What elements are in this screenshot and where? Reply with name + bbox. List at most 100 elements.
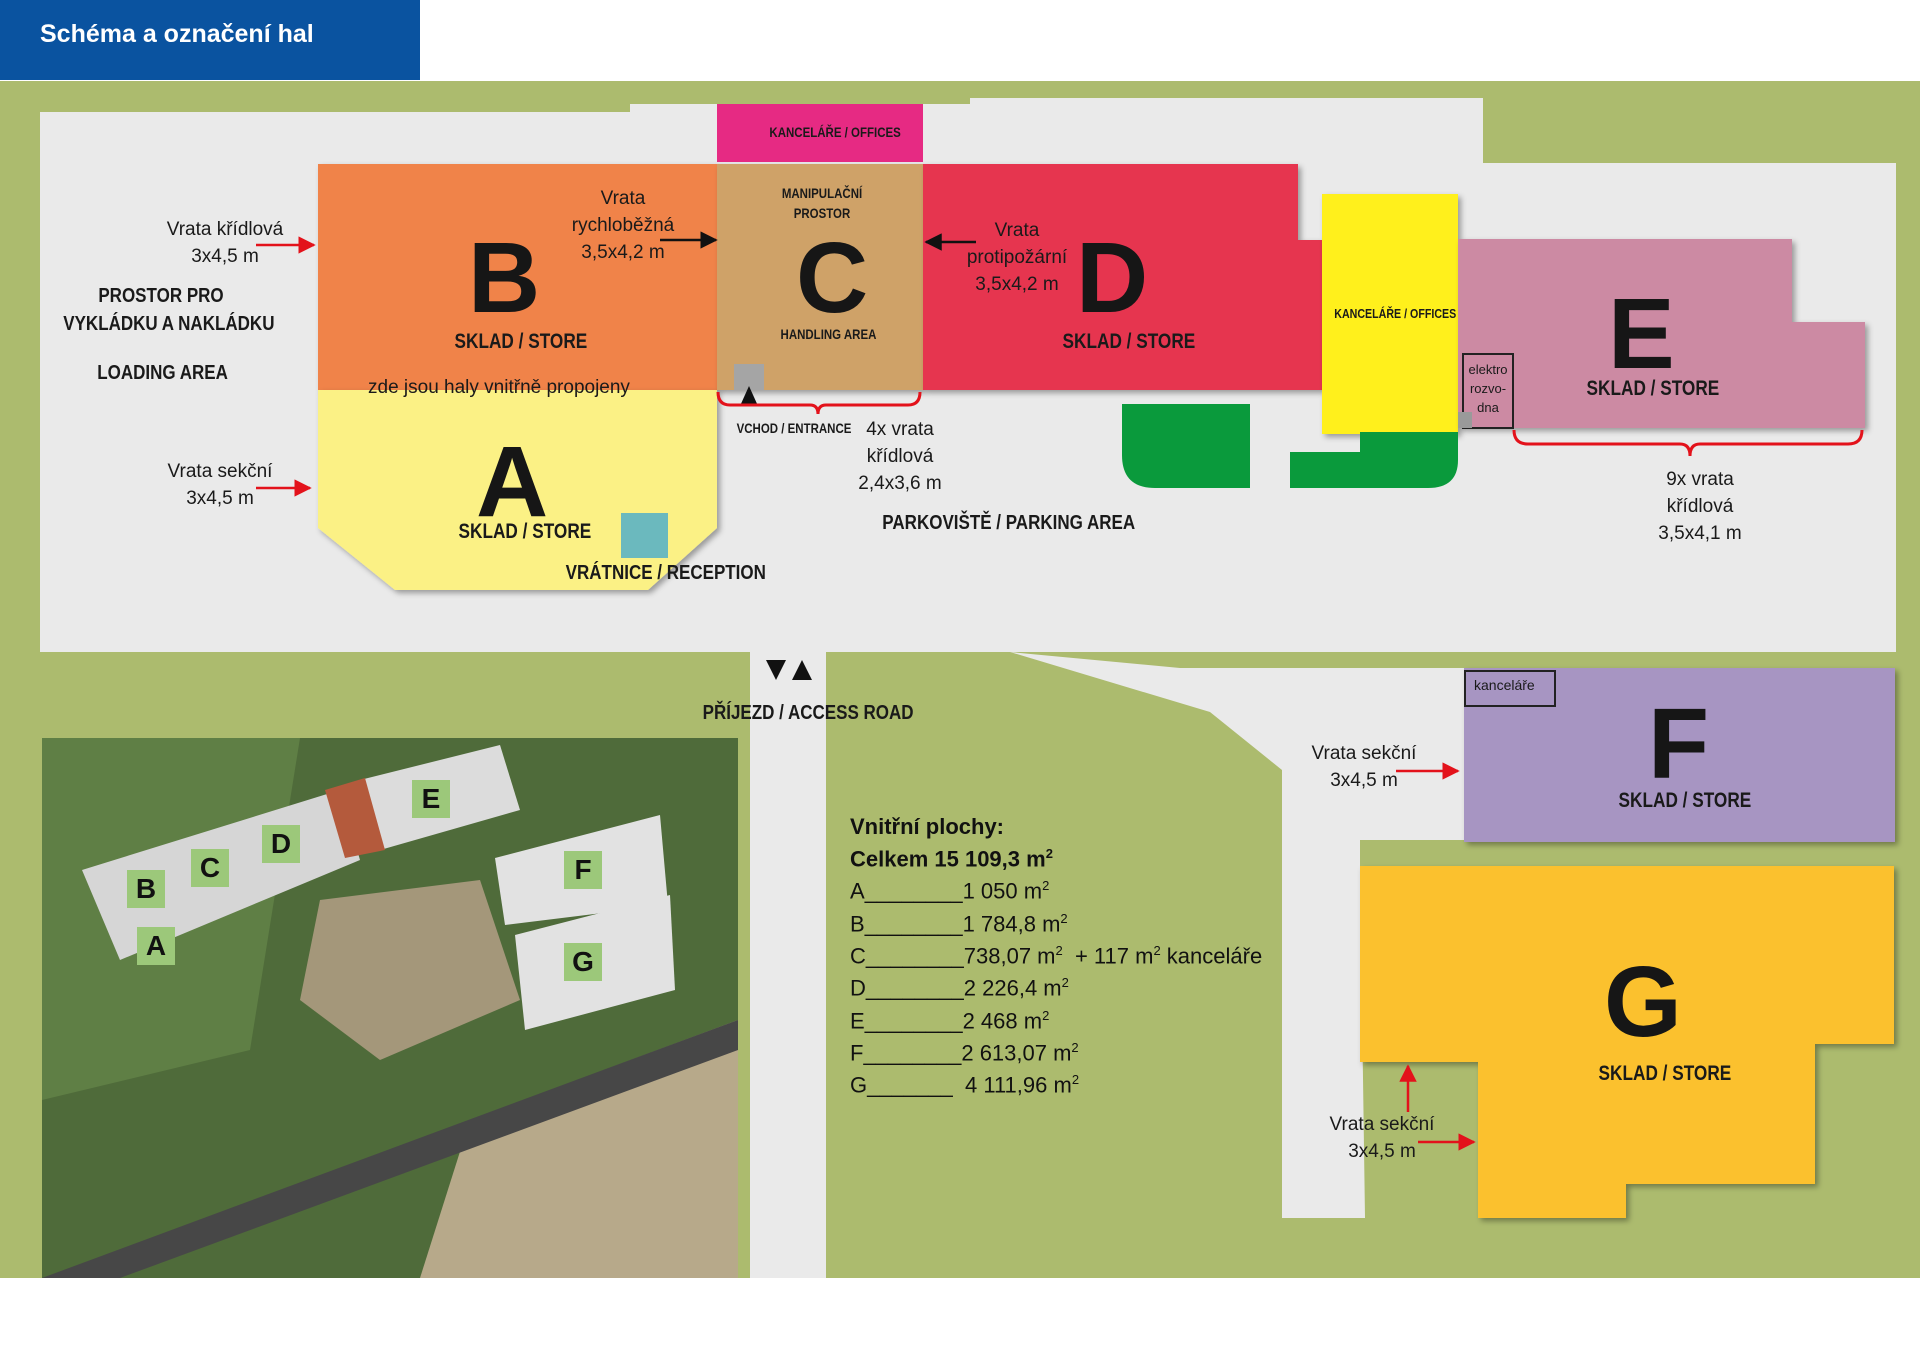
areas-summary: Vnitřní plochy: Celkem 15 109,3 m2 A____… xyxy=(850,813,1262,1099)
aerial-tag-f: F xyxy=(564,851,602,889)
door-note-f: Vrata sekční 3x4,5 m xyxy=(1294,740,1434,794)
areas-row-a: A________1 050 m2 xyxy=(850,872,1262,904)
elektro-line-1: elektro xyxy=(1468,362,1508,377)
areas-heading: Vnitřní plochy: xyxy=(850,814,1004,839)
door-b-line-1: Vrata křídlová xyxy=(166,219,284,240)
connected-note: zde jsou haly vnitřně propojeny xyxy=(368,377,630,398)
areas-total: Celkem 15 109,3 m2 xyxy=(850,840,1262,872)
areas-row-e-name: E xyxy=(850,1007,865,1033)
loading-area-en: LOADING AREA xyxy=(97,362,228,384)
hall-B xyxy=(318,164,718,390)
areas-row-d-sup: 2 xyxy=(1061,975,1069,991)
door-note-a: Vrata sekční 3x4,5 m xyxy=(150,458,290,512)
areas-row-e-sup: 2 xyxy=(1042,1007,1050,1023)
door-g-line-2: 3x4,5 m xyxy=(1348,1141,1416,1162)
areas-row-g-value: 4 111,96 m xyxy=(952,1072,1072,1098)
aerial-tag-d: D xyxy=(262,825,300,863)
hall-C xyxy=(717,164,923,390)
hall-G xyxy=(1360,866,1894,1218)
door-note-bc: Vrata rychloběžná 3,5x4,2 m xyxy=(558,185,688,266)
road-to-F xyxy=(1010,652,1465,1218)
hall-F xyxy=(1464,668,1895,842)
door-bracket-c xyxy=(716,391,922,415)
areas-total-sup: 2 xyxy=(1045,846,1053,861)
access-road xyxy=(750,652,826,1278)
elektro-line-2: rozvo- xyxy=(1469,381,1507,396)
door-b-line-2: 3x4,5 m xyxy=(191,246,259,267)
areas-row-c-extra2: kanceláře xyxy=(1160,943,1263,969)
areas-row-d-value: 2 226,4 m xyxy=(963,975,1062,1001)
door-cd-line-1: Vrata xyxy=(994,220,1040,241)
areas-total-text: Celkem 15 109,3 m xyxy=(850,846,1046,872)
door-note-e-bottom: 9x vrata křídlová 3,5x4,1 m xyxy=(1640,466,1760,547)
door-bc-line-1: Vrata xyxy=(600,188,646,209)
door-c-bottom-line-3: 2,4x3,6 m xyxy=(858,473,942,494)
page-title: Schéma a označení hal xyxy=(0,0,420,77)
hall-g-store-label: SKLAD / STORE xyxy=(1598,1062,1732,1085)
elektro-line-3: dna xyxy=(1477,400,1499,415)
entrance-triangle xyxy=(740,386,758,406)
door-e-bottom-line-3: 3,5x4,1 m xyxy=(1658,523,1742,544)
areas-row-b: B________1 784,8 m2 xyxy=(850,905,1262,937)
areas-row-f: F________2 613,07 m2 xyxy=(850,1034,1262,1066)
door-c-bottom-line-1: 4x vrata xyxy=(866,419,934,440)
areas-row-a-fill: ________ xyxy=(864,878,963,904)
hall-c-handling-label: HANDLING AREA xyxy=(780,326,877,342)
f-offices-label: kanceláře xyxy=(1474,677,1535,693)
door-bc-line-2: rychloběžná xyxy=(571,215,675,236)
loading-cz-line-1: PROSTOR PRO xyxy=(98,285,224,307)
areas-row-c-sup: 2 xyxy=(1055,942,1063,958)
hall-d-store-label: SKLAD / STORE xyxy=(1062,330,1196,353)
door-c-bottom-line-2: křídlová xyxy=(866,446,934,467)
door-bc-line-3: 3,5x4,2 m xyxy=(581,242,665,263)
loading-cz-line-2: VYKLÁDKU A NAKLÁDKU xyxy=(63,313,275,335)
door-f-line-2: 3x4,5 m xyxy=(1330,770,1398,791)
green-area-left xyxy=(1122,404,1250,488)
aerial-tag-b: B xyxy=(127,870,165,908)
offices-top-label: KANCELÁŘE / OFFICES xyxy=(769,124,901,140)
aerial-tag-a: A xyxy=(137,927,175,965)
areas-row-c-extra: + 117 m xyxy=(1062,943,1154,969)
door-g-line-1: Vrata sekční xyxy=(1329,1114,1435,1135)
elektro-label: elektro rozvo- dna xyxy=(1463,360,1513,417)
hall-e-store-label: SKLAD / STORE xyxy=(1586,377,1720,400)
hall-d-letter: D xyxy=(1076,222,1149,334)
hall-D xyxy=(923,164,1322,390)
door-cd-line-2: protipožární xyxy=(966,247,1068,268)
hall-f-store-label: SKLAD / STORE xyxy=(1618,789,1752,812)
hall-a-letter: A xyxy=(476,426,549,538)
areas-row-f-sup: 2 xyxy=(1071,1039,1079,1055)
areas-row-a-value: 1 050 m xyxy=(962,878,1043,904)
offices-yellow-label: KANCELÁŘE / OFFICES xyxy=(1334,306,1457,321)
road-triangle-down xyxy=(766,660,786,680)
hall-g-letter: G xyxy=(1604,946,1682,1058)
areas-row-b-name: B xyxy=(850,910,865,936)
areas-row-c-value: 738,07 m xyxy=(963,943,1056,969)
door-f-line-1: Vrata sekční xyxy=(1311,743,1417,764)
hall-e-letter: E xyxy=(1608,278,1675,390)
areas-row-c-fill: ________ xyxy=(865,943,964,969)
access-road-label: PŘÍJEZD / ACCESS ROAD xyxy=(702,702,914,724)
areas-row-c: C________738,07 m2 + 117 m2 kanceláře xyxy=(850,937,1262,969)
areas-row-b-fill: ________ xyxy=(864,910,963,936)
areas-row-d-fill: ________ xyxy=(865,975,964,1001)
hall-f-letter: F xyxy=(1648,688,1710,800)
hall-c-top-label: MANIPULAČNÍ PROSTOR xyxy=(781,185,863,221)
door-bracket-e xyxy=(1512,429,1864,457)
door-note-cd: Vrata protipožární 3,5x4,2 m xyxy=(952,217,1082,298)
green-area-right xyxy=(1290,432,1458,488)
areas-row-e: E________2 468 m2 xyxy=(850,1002,1262,1034)
hall-b-letter: B xyxy=(468,222,541,334)
areas-row-b-sup: 2 xyxy=(1060,910,1068,926)
hall-b-store-label: SKLAD / STORE xyxy=(454,330,588,353)
door-cd-line-3: 3,5x4,2 m xyxy=(975,274,1059,295)
door-a-line-1: Vrata sekční xyxy=(167,461,273,482)
elektro-box xyxy=(1462,353,1514,429)
door-a-line-2: 3x4,5 m xyxy=(186,488,254,509)
f-offices-box xyxy=(1464,670,1556,707)
door-note-b: Vrata křídlová 3x4,5 m xyxy=(150,216,300,270)
aerial-tag-e: E xyxy=(412,780,450,818)
areas-row-g-sup: 2 xyxy=(1071,1072,1080,1088)
entrance-label: VCHOD / ENTRANCE xyxy=(736,420,852,436)
elektro-grey xyxy=(1458,412,1472,428)
